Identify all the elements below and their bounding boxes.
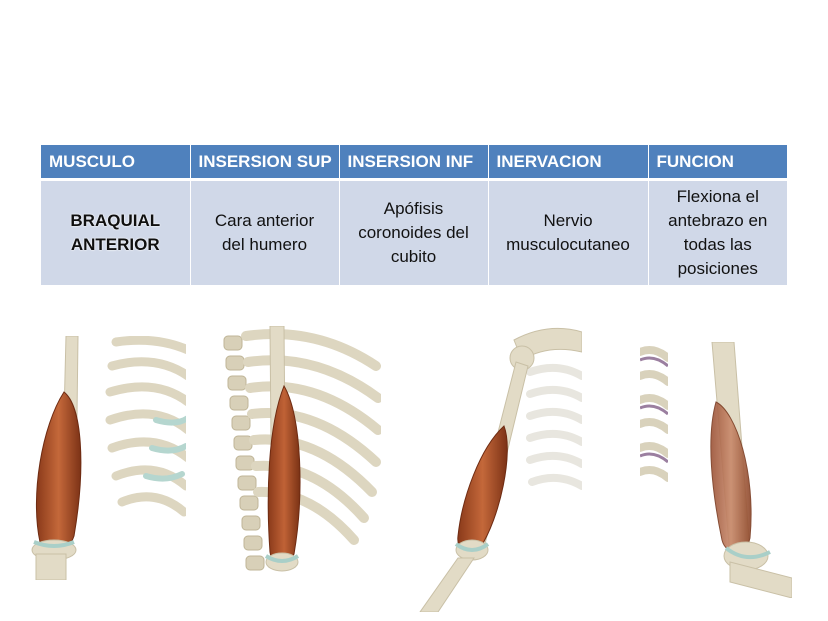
brachialis-illustration-4 bbox=[710, 342, 792, 598]
brachialis-illustration-2 bbox=[223, 326, 381, 572]
brachialis-illustration-1 bbox=[31, 336, 190, 580]
anatomy-image-ribcage-side bbox=[186, 326, 381, 588]
muscle-table: MUSCULO INSERSION SUP INSERSION INF INER… bbox=[41, 145, 787, 285]
cell-musculo: BRAQUIAL ANTERIOR bbox=[41, 179, 191, 285]
table-header-row: MUSCULO INSERSION SUP INSERSION INF INER… bbox=[41, 145, 787, 181]
cell-inervacion: Nervio musculocutaneo bbox=[488, 179, 649, 285]
header-musculo: MUSCULO bbox=[41, 145, 191, 181]
anatomy-image-shoulder-arm bbox=[418, 322, 582, 612]
header-funcion: FUNCION bbox=[648, 145, 787, 181]
anatomy-image-arm-side bbox=[700, 342, 792, 598]
anatomy-image-rib-fragment bbox=[640, 342, 668, 500]
cell-insersion-sup: Cara anterior del humero bbox=[190, 179, 340, 285]
header-insersion-inf: INSERSION INF bbox=[339, 145, 489, 181]
rib-fragment-illustration bbox=[640, 346, 668, 482]
cell-insersion-inf: Apófisis coronoides del cubito bbox=[339, 179, 489, 285]
table-row: BRAQUIAL ANTERIOR Cara anterior del hume… bbox=[41, 179, 787, 285]
header-insersion-sup: INSERSION SUP bbox=[190, 145, 340, 181]
header-inervacion: INERVACION bbox=[488, 145, 649, 181]
brachialis-illustration-3 bbox=[419, 327, 582, 612]
cell-funcion: Flexiona el antebrazo en todas las posic… bbox=[648, 179, 787, 285]
anatomy-image-arm-front bbox=[16, 336, 190, 580]
